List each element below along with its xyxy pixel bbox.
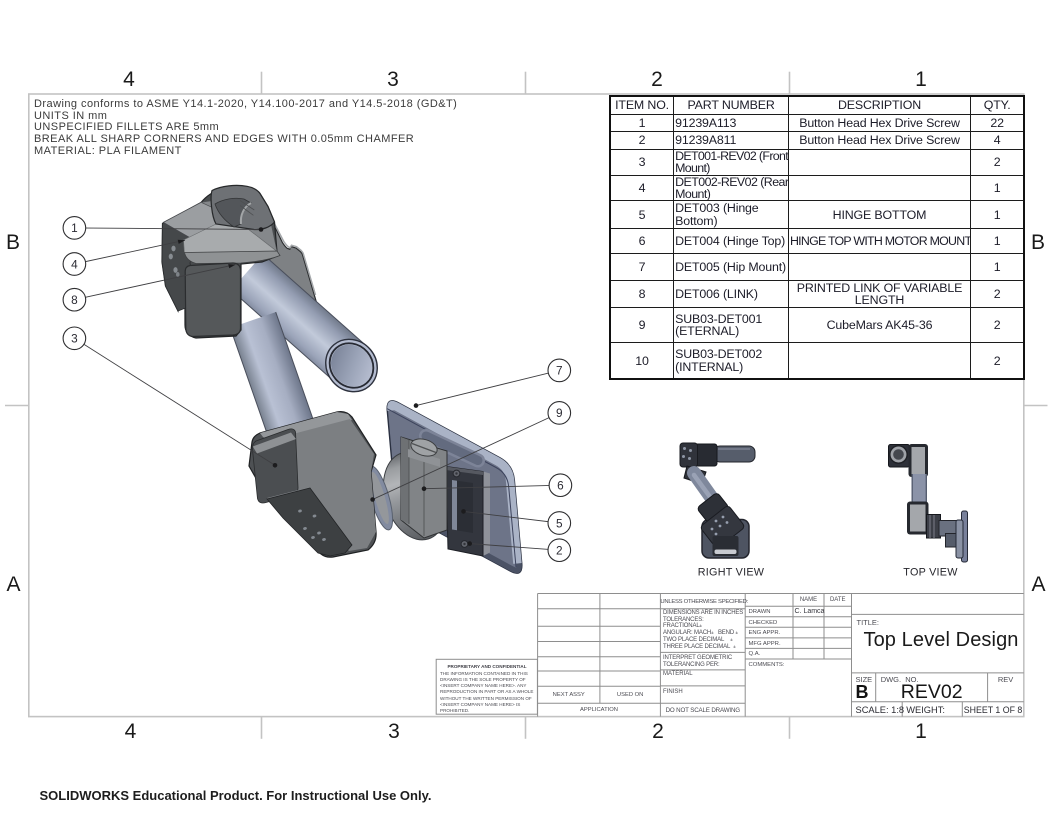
svg-text:1: 1	[71, 221, 78, 235]
svg-text:5: 5	[556, 516, 563, 530]
svg-text:RIGHT VIEW: RIGHT VIEW	[698, 567, 765, 579]
svg-text:9: 9	[556, 406, 563, 420]
svg-text:4: 4	[71, 257, 78, 271]
svg-text:8: 8	[71, 293, 78, 307]
svg-text:7: 7	[556, 364, 563, 378]
svg-text:3: 3	[71, 332, 78, 346]
svg-text:6: 6	[557, 479, 564, 493]
svg-text:TOP VIEW: TOP VIEW	[903, 567, 958, 579]
svg-text:2: 2	[556, 544, 563, 558]
